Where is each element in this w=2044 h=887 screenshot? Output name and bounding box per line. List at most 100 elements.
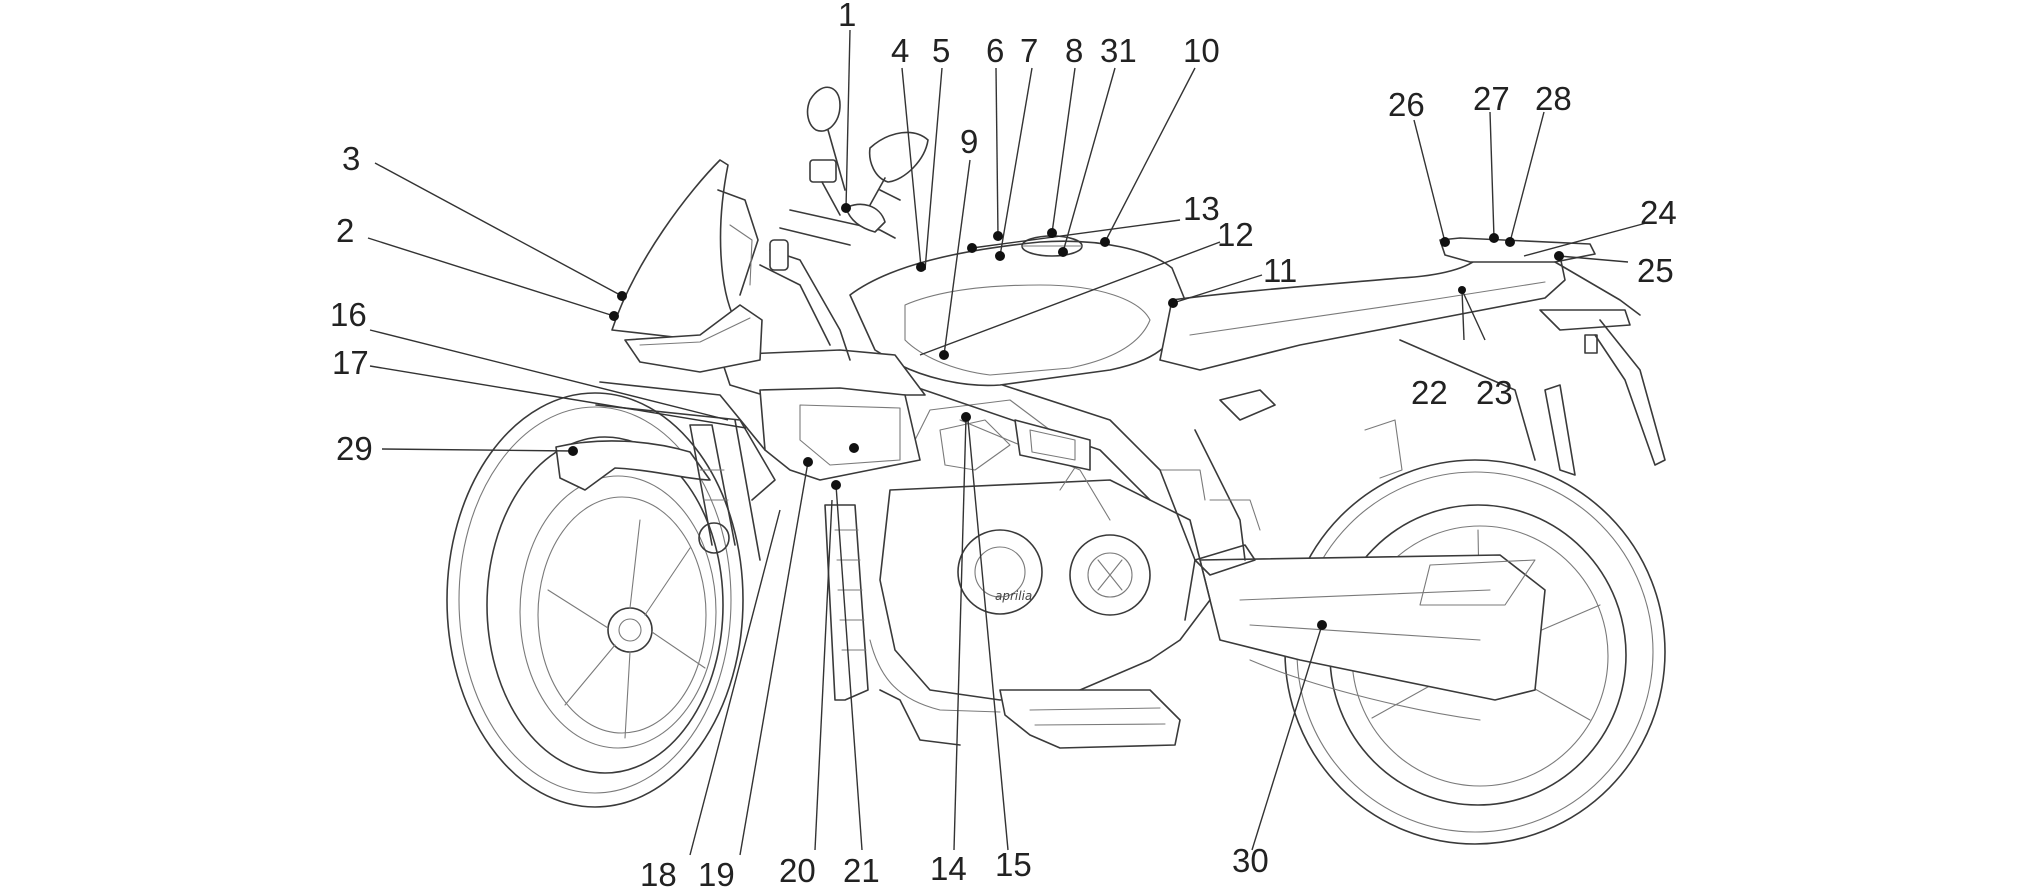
callout-11: 11: [1263, 252, 1297, 289]
leader-20: [814, 499, 833, 851]
dot-31: [1058, 247, 1068, 257]
dot-25: [1554, 251, 1564, 261]
leader-5: [924, 67, 943, 271]
callout-28: 28: [1535, 80, 1572, 117]
dot-17: [849, 443, 859, 453]
dot-26: [1440, 237, 1450, 247]
callout-15: 15: [995, 846, 1032, 883]
callout-2: 2: [336, 212, 354, 249]
leader-18: [689, 509, 781, 856]
leader-27: [1489, 111, 1495, 239]
callout-31: 31: [1100, 32, 1137, 69]
leader-15: [967, 419, 1009, 851]
callout-4: 4: [891, 32, 909, 69]
leader-11: [1172, 274, 1263, 304]
dot-16: [961, 412, 971, 422]
leader-24: [1523, 221, 1651, 257]
callout-10: 10: [1183, 32, 1220, 69]
callout-3: 3: [342, 140, 360, 177]
frame: [894, 349, 1261, 621]
callout-16: 16: [330, 296, 367, 333]
dot-9: [939, 350, 949, 360]
callout-12: 12: [1217, 216, 1254, 253]
callout-20: 20: [779, 852, 816, 887]
callout-7: 7: [1020, 32, 1038, 69]
callout-9: 9: [960, 123, 978, 160]
callout-1: 1: [838, 0, 856, 33]
front-fender: [555, 440, 711, 491]
leader-3: [374, 162, 623, 297]
dot-2: [609, 311, 619, 321]
callout-29: 29: [336, 430, 373, 467]
leader-16: [369, 329, 729, 421]
leader-8: [1051, 67, 1076, 234]
leader-28: [1509, 111, 1545, 243]
leader-25: [1558, 255, 1629, 263]
dot-4: [916, 262, 926, 272]
leader-6: [995, 67, 999, 237]
leader-17: [369, 365, 747, 429]
front-fairing: [611, 159, 763, 373]
leader-13: [971, 219, 1181, 249]
leader-26: [1413, 119, 1446, 243]
callout-24: 24: [1640, 194, 1677, 231]
leader-29: [381, 448, 574, 452]
exhaust: [999, 689, 1181, 749]
leader-19: [739, 461, 809, 856]
dot-8: [1047, 228, 1057, 238]
dot-6: [993, 231, 1003, 241]
mirrors: [806, 86, 929, 206]
leader-7: [999, 67, 1033, 257]
callout-6: 6: [986, 32, 1004, 69]
front-wheel: [446, 392, 744, 808]
callout-numbers: 1 2 3 4 5 6 7 8 31 10 9 13 12 11 26 27 2…: [330, 0, 1677, 887]
side-fairing: [595, 349, 926, 501]
callout-14: 14: [930, 850, 967, 887]
dot-28: [1505, 237, 1515, 247]
leader-30: [1251, 624, 1323, 851]
dot-20: [803, 457, 813, 467]
leader-23: [1461, 289, 1486, 341]
dot-11: [1168, 298, 1178, 308]
leader-9: [943, 159, 971, 356]
dot-3: [617, 291, 627, 301]
callout-8: 8: [1065, 32, 1083, 69]
dot-21: [831, 480, 841, 490]
callout-17: 17: [332, 344, 369, 381]
dot-7: [995, 251, 1005, 261]
callout-leaders: [367, 29, 1651, 856]
callout-25: 25: [1637, 252, 1674, 289]
callout-22: 22: [1411, 374, 1448, 411]
leader-1: [845, 29, 851, 209]
callout-26: 26: [1388, 86, 1425, 123]
callout-21: 21: [843, 852, 880, 887]
callout-27: 27: [1473, 80, 1510, 117]
leader-2: [367, 237, 615, 317]
radiator: [824, 504, 869, 701]
motorcycle-drawing: aprilia: [446, 86, 1666, 845]
callout-18: 18: [640, 856, 677, 887]
callout-13: 13: [1183, 190, 1220, 227]
callout-30: 30: [1232, 842, 1269, 879]
leader-10: [1104, 67, 1196, 243]
dot-29: [568, 446, 578, 456]
dot-22: [1458, 286, 1466, 294]
leader-21: [835, 484, 863, 851]
dot-10: [1100, 237, 1110, 247]
swingarm: [1199, 554, 1546, 721]
dot-5: [967, 243, 977, 253]
dot-27: [1489, 233, 1499, 243]
leader-22: [1461, 289, 1465, 341]
front-fork: [689, 419, 761, 561]
leader-14: [953, 416, 967, 851]
dot-30: [1317, 620, 1327, 630]
seat: [1159, 255, 1566, 371]
callout-23: 23: [1476, 374, 1513, 411]
callout-5: 5: [932, 32, 950, 69]
leader-12: [919, 241, 1221, 356]
handlebar: [769, 159, 901, 271]
leader-31: [1062, 67, 1116, 253]
engine-brand-mark: aprilia: [995, 589, 1032, 603]
callout-19: 19: [698, 856, 735, 887]
